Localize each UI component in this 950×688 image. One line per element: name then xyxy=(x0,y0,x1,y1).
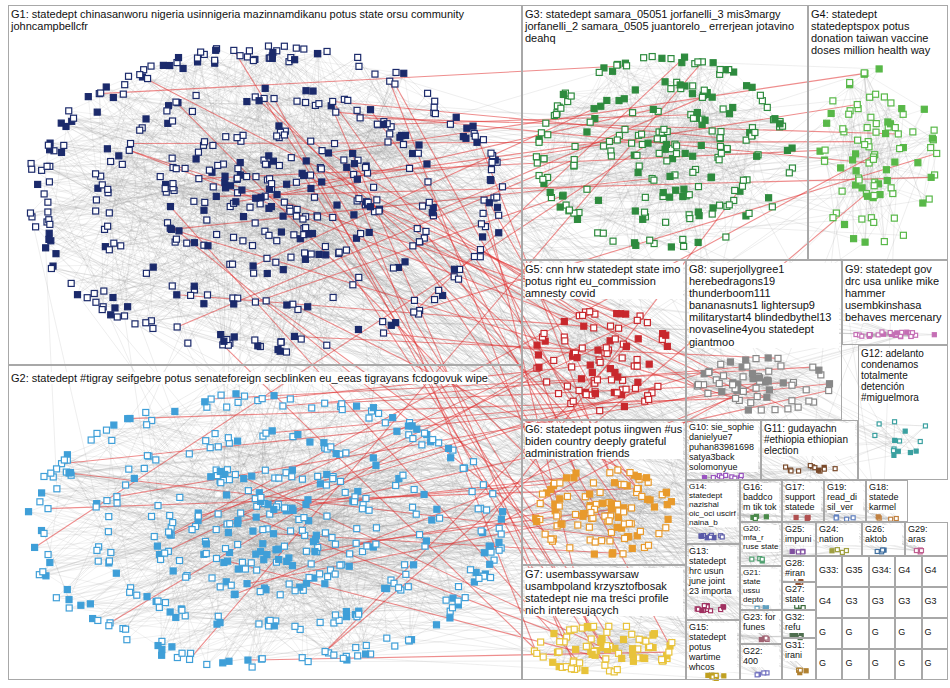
network-canvas: G1: statedept chinasanworu nigeria usinn… xyxy=(0,0,950,688)
